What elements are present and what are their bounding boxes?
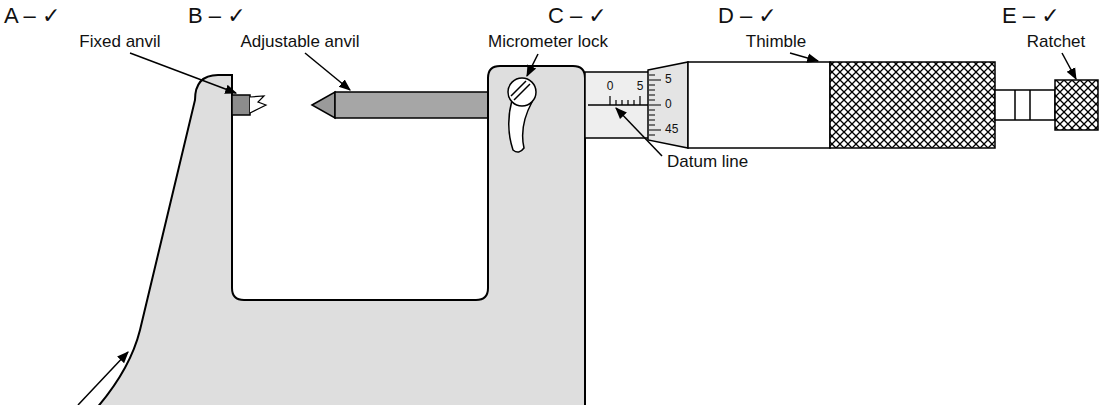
- scale-number: 0: [607, 80, 614, 93]
- thimble: [688, 62, 830, 148]
- part-label: Micrometer lock: [488, 33, 608, 52]
- spindle-tip: [312, 92, 335, 118]
- sleeve-scale: [610, 96, 640, 105]
- check-heading: E – ✓: [1002, 4, 1060, 28]
- sleeve: [585, 72, 649, 138]
- ratchet: [1055, 80, 1098, 130]
- lock-slot: [511, 81, 530, 100]
- fixed-anvil: [232, 95, 250, 115]
- spindle: [335, 92, 500, 118]
- check-heading: A – ✓: [4, 4, 60, 28]
- lock-lever: [509, 100, 532, 152]
- ratchet-neck: [995, 90, 1055, 120]
- check-heading: D – ✓: [718, 4, 777, 28]
- check-heading: C – ✓: [548, 4, 607, 28]
- scale-number: 0: [665, 98, 672, 111]
- part-label: Datum line: [667, 153, 748, 172]
- leader-line: [790, 53, 818, 61]
- thimble-bevel: [648, 62, 688, 148]
- scale-number: 5: [637, 80, 644, 93]
- part-label: Adjustable anvil: [240, 33, 359, 52]
- thimble-scale: [649, 75, 661, 135]
- leader-line: [1062, 53, 1076, 79]
- check-heading: B – ✓: [188, 4, 246, 28]
- datum-line: [588, 104, 648, 106]
- leader-line: [305, 53, 350, 90]
- leader-line: [616, 108, 662, 156]
- scale-number: 45: [665, 123, 678, 136]
- lock-knob: [508, 78, 536, 106]
- anvil-break: [250, 96, 266, 113]
- leader-line: [527, 54, 538, 76]
- leader-line: [78, 352, 128, 405]
- part-label: Ratchet: [1027, 33, 1086, 52]
- part-label: Thimble: [746, 33, 806, 52]
- frame: [95, 66, 585, 405]
- leader-line: [130, 53, 236, 93]
- thimble-knurl: [830, 62, 995, 148]
- ratchet-rings: [1015, 90, 1030, 120]
- scale-number: 5: [665, 73, 672, 86]
- part-label: Fixed anvil: [79, 33, 160, 52]
